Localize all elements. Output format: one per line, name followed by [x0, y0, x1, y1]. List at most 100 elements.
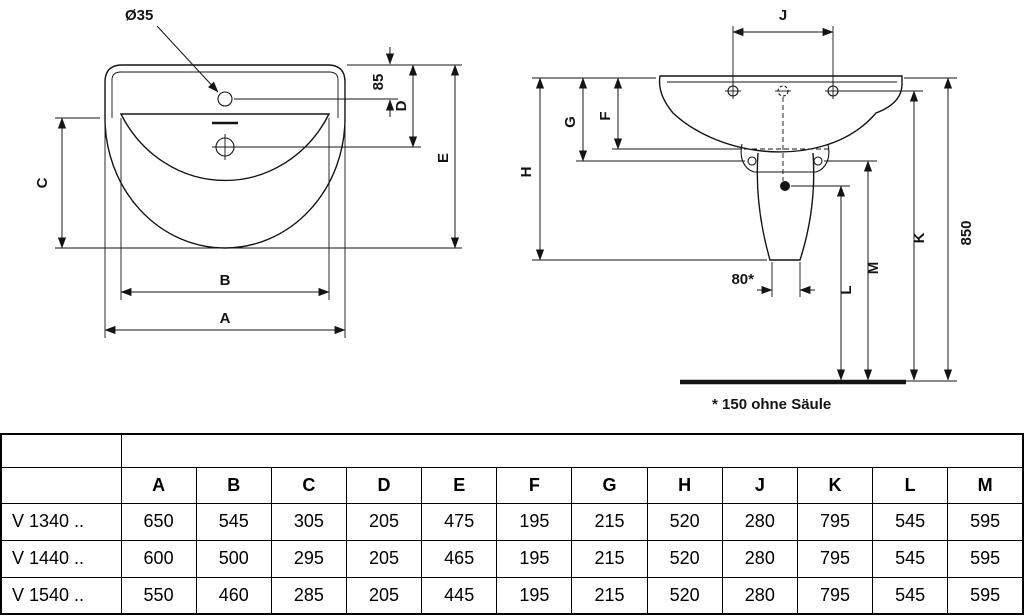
table-cell: 285 [270, 576, 347, 615]
dim-b-label: B [220, 272, 231, 289]
basin-outline [104, 64, 346, 249]
row-label: V 1540 .. [0, 576, 122, 615]
table-cell: 795 [796, 502, 874, 541]
overflow-icon [212, 121, 238, 160]
fixing-hole-right [813, 156, 823, 166]
dim-d: D [393, 64, 418, 148]
table-row: V 1540 .. 550 460 285 205 445 195 215 52… [0, 576, 1024, 615]
tap-hole [217, 91, 233, 107]
dim-f: F [597, 77, 623, 150]
table-cell: 500 [195, 539, 272, 578]
table-col-header: B [195, 466, 272, 504]
table-cell: 795 [796, 539, 874, 578]
table-cell: 520 [646, 539, 723, 578]
dim-a: A [104, 310, 346, 335]
table-cell: 205 [345, 576, 423, 615]
dimension-table: A B C D E F G H J K L M V 1340 .. 650 54… [0, 433, 1024, 615]
table-col-header: C [270, 466, 347, 504]
table-cell: 465 [421, 539, 498, 578]
dim-c: C [34, 117, 67, 249]
dim-k: K [909, 90, 928, 381]
table-col-header: A [120, 466, 197, 504]
table-cell: 795 [796, 576, 874, 615]
diameter-leader-line [156, 25, 219, 93]
table-cell: 295 [270, 539, 347, 578]
dim-k-label: K [911, 232, 928, 243]
dim-c-label: C [34, 177, 51, 188]
hole-diameter-label: Ø35 [125, 7, 153, 24]
table-cell: 545 [872, 539, 949, 578]
table-col-header: L [872, 466, 949, 504]
table-cell: 215 [571, 502, 648, 541]
front-view-drawing: Ø35 8 [34, 7, 462, 338]
table-cell: 460 [195, 576, 272, 615]
table-cell: 550 [120, 576, 197, 615]
table-cell: 280 [721, 576, 798, 615]
row-label: V 1340 .. [0, 502, 122, 541]
row-label: V 1440 .. [0, 539, 122, 578]
dim-l-label: L [838, 285, 855, 294]
footnote-label: * 150 ohne Säule [712, 396, 831, 413]
table-blank-row [0, 433, 1024, 468]
table-cell: 595 [947, 502, 1024, 541]
table-col-header: G [571, 466, 648, 504]
table-cell-blank [120, 433, 1024, 468]
pedestal-outline [756, 152, 815, 261]
dim-80: 80* [731, 271, 815, 295]
dim-h: H [518, 77, 545, 261]
table-cell: 595 [947, 576, 1024, 615]
side-extension-lines [532, 26, 957, 382]
table-cell-blank [0, 466, 122, 504]
dim-m: M [863, 160, 882, 381]
table-col-header: M [947, 466, 1024, 504]
dim-m-label: M [865, 262, 882, 275]
table-col-header: J [721, 466, 798, 504]
table-cell: 520 [646, 502, 723, 541]
table-cell: 595 [947, 539, 1024, 578]
dim-d-label: D [393, 100, 410, 111]
table-cell: 280 [721, 502, 798, 541]
dim-a-label: A [220, 310, 231, 327]
tap-hole-markers [725, 83, 841, 99]
technical-drawing: Ø35 8 [34, 7, 975, 413]
basin-side-outline [658, 75, 903, 153]
dim-e-label: E [435, 153, 452, 163]
dim-850-label: 850 [958, 220, 975, 245]
dim-80-label: 80* [731, 271, 754, 288]
fixing-hole-left [747, 156, 757, 166]
dim-j-label: J [779, 7, 787, 24]
table-cell: 600 [120, 539, 197, 578]
table-cell: 195 [496, 576, 573, 615]
dim-85-label: 85 [370, 74, 387, 91]
table-cell: 545 [872, 576, 949, 615]
dim-g: G [562, 77, 588, 162]
table-col-header: K [796, 466, 874, 504]
table-header-row: A B C D E F G H J K L M [0, 466, 1024, 504]
dim-850: 850 [943, 77, 975, 381]
table-cell: 445 [421, 576, 498, 615]
table-cell: 205 [345, 502, 423, 541]
table-cell: 475 [421, 502, 498, 541]
table-cell: 215 [571, 576, 648, 615]
dim-b: B [120, 272, 330, 297]
dim-l: L [836, 185, 855, 381]
table-col-header: E [421, 466, 498, 504]
table-row: V 1440 .. 600 500 295 205 465 195 215 52… [0, 539, 1024, 578]
drain-point [780, 181, 790, 191]
mounting-apron-outline [740, 143, 830, 173]
bowl-inner-outline [119, 113, 331, 182]
side-view-drawing: J F G H L [518, 7, 975, 413]
table-cell: 205 [345, 539, 423, 578]
dim-e: E [435, 64, 460, 249]
table-row: V 1340 .. 650 545 305 205 475 195 215 52… [0, 502, 1024, 541]
table-cell: 650 [120, 502, 197, 541]
table-cell: 195 [496, 502, 573, 541]
table-cell: 305 [270, 502, 347, 541]
table-cell: 545 [872, 502, 949, 541]
dim-j: J [732, 7, 834, 37]
table-cell: 215 [571, 539, 648, 578]
basin-rim-inner-line [111, 71, 339, 118]
table-col-header: F [496, 466, 573, 504]
dim-g-label: G [562, 116, 579, 128]
